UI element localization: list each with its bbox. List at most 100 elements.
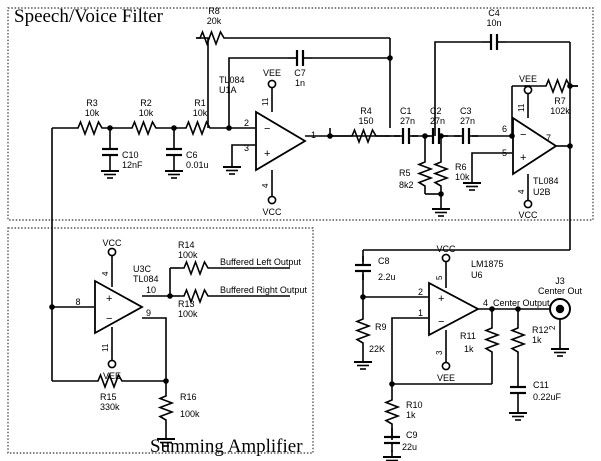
label-R3-ref: R3 (86, 98, 98, 108)
pin-U3C-minus: 9 (146, 308, 151, 318)
power-pin-U6-vee (441, 361, 451, 371)
resistor-R14 (179, 261, 217, 275)
label-J3-ref: J3 (555, 276, 565, 286)
filter-stage-wires (51, 37, 578, 250)
ground-R6 (431, 201, 451, 217)
ground-C6 (164, 163, 184, 179)
capacitor-C11 (508, 376, 528, 404)
pin-U1A-out: 1 (311, 130, 316, 140)
block-title-summing-amplifier: Summing Amplifier (150, 436, 303, 457)
opamp-U6-plus-sign: + (438, 293, 444, 305)
opamp-U3C-plus-sign: + (106, 293, 112, 305)
label-U2B-part: TL084 (533, 176, 559, 186)
label-C6-value: 0.01u (186, 160, 209, 170)
block-title-speech-voice-filter: Speech/Voice Filter (14, 6, 163, 27)
label-U2B-vcc: VCC (518, 210, 538, 220)
opamp-U2B: − + (512, 85, 558, 209)
label-C3-value: 27n (460, 116, 475, 126)
pin-U1A-vcc-num: 4 (261, 183, 270, 188)
pin-U6-plus: 2 (418, 287, 423, 297)
label-R1-ref: R1 (194, 98, 206, 108)
label-R8-ref: R8 (208, 6, 220, 16)
pin-U2B-plus: 5 (502, 148, 507, 158)
connector-J3[interactable] (549, 298, 571, 320)
label-C10-ref: C10 (122, 150, 139, 160)
power-pin-U6-vcc (441, 253, 451, 263)
label-R8-value: 20k (207, 16, 222, 26)
pin-U3C-vcc-num: 4 (101, 271, 110, 276)
label-R7-ref: R7 (554, 96, 566, 106)
label-R4-value: 150 (358, 116, 373, 126)
power-pin-U2B-vee (523, 85, 533, 95)
ground-C9 (382, 449, 402, 461)
capacitor-C7 (286, 48, 314, 68)
pin-U6-vee-num: 3 (435, 350, 444, 355)
pin-U2B-vcc-num: 4 (517, 189, 526, 194)
power-pin-U2B-vcc (523, 199, 533, 209)
pin-U2B-vee-num: 11 (517, 103, 526, 112)
label-C2-value: 27n (430, 116, 445, 126)
opamp-U6: + − (428, 253, 480, 371)
pin-U1A-vee-num: 11 (261, 97, 270, 106)
junction-dots-summing (49, 293, 173, 384)
label-U3C-part: TL084 (133, 274, 159, 284)
label-R5-ref: R5 (399, 168, 411, 178)
resistor-R6 (434, 157, 448, 195)
label-R12-value: 1k (532, 335, 542, 345)
ground-C10 (100, 163, 120, 179)
ground-C11 (508, 405, 528, 421)
power-pin-U1A-vee (267, 79, 277, 89)
label-U3C-ref: U3C (133, 264, 152, 274)
opamp-U2B-plus-sign: + (520, 152, 526, 164)
net-label-buffered-left-output: Buffered Left Output (220, 257, 301, 267)
power-pin-U3C-vee (107, 359, 117, 369)
label-C2-ref: C2 (430, 106, 442, 116)
resistor-R16 (159, 391, 173, 429)
label-U3C-vee: VEE (103, 371, 121, 381)
label-R13-ref: R13 (178, 299, 195, 309)
resistor-R11 (485, 323, 499, 361)
label-R11-value: 1k (464, 344, 474, 354)
label-U2B-vee: VEE (519, 74, 537, 84)
label-U2B-ref: U2B (533, 187, 551, 197)
ground-U1A-plus (222, 159, 242, 175)
label-C6-ref: C6 (186, 150, 198, 160)
summing-stage-wires (51, 248, 290, 432)
ground-R9 (353, 354, 373, 370)
opamp-U3C: + − (94, 247, 144, 369)
resistor-R3 (73, 121, 111, 135)
label-C4-value: 10n (486, 18, 501, 28)
capacitor-C1 (392, 126, 420, 146)
label-C1-ref: C1 (400, 106, 412, 116)
label-R15-value: 330k (100, 402, 120, 412)
pin-U3C-vee-num: 11 (101, 343, 110, 352)
label-U1A-ref: U1A (219, 85, 237, 95)
pin-U2B-minus: 6 (502, 124, 507, 134)
label-C4-ref: C4 (488, 8, 500, 18)
label-R10-value: 1k (406, 410, 416, 420)
label-U1A-vcc: VCC (262, 207, 282, 217)
label-C10-value: 12nF (122, 160, 143, 170)
capacitor-C3 (452, 126, 480, 146)
net-label-center-output: Center Output (493, 298, 550, 308)
pin-U3C-out: 10 (146, 285, 156, 295)
label-R6-ref: R6 (455, 162, 467, 172)
label-U6-vcc: VCC (436, 244, 456, 254)
resistor-R5 (418, 157, 432, 195)
pin-U3C-plus: 8 (75, 297, 80, 307)
block-outline-summing-amplifier (7, 227, 314, 454)
label-R14-ref: R14 (178, 240, 195, 250)
label-R10-ref: R10 (406, 400, 423, 410)
label-R14-value: 100k (178, 250, 198, 260)
label-R16-ref: R16 (180, 392, 197, 402)
label-R9-value: 22K (369, 344, 385, 354)
label-C9-ref: C9 (406, 430, 418, 440)
label-R6-value: 10k (455, 172, 470, 182)
power-pin-U1A-vcc (267, 195, 277, 205)
resistor-R9 (356, 314, 370, 352)
label-R7-value: 102k (550, 106, 570, 116)
opamp-U1A: − + (255, 79, 307, 205)
label-R15-ref: R15 (100, 392, 117, 402)
junction-dots-power (360, 294, 521, 387)
